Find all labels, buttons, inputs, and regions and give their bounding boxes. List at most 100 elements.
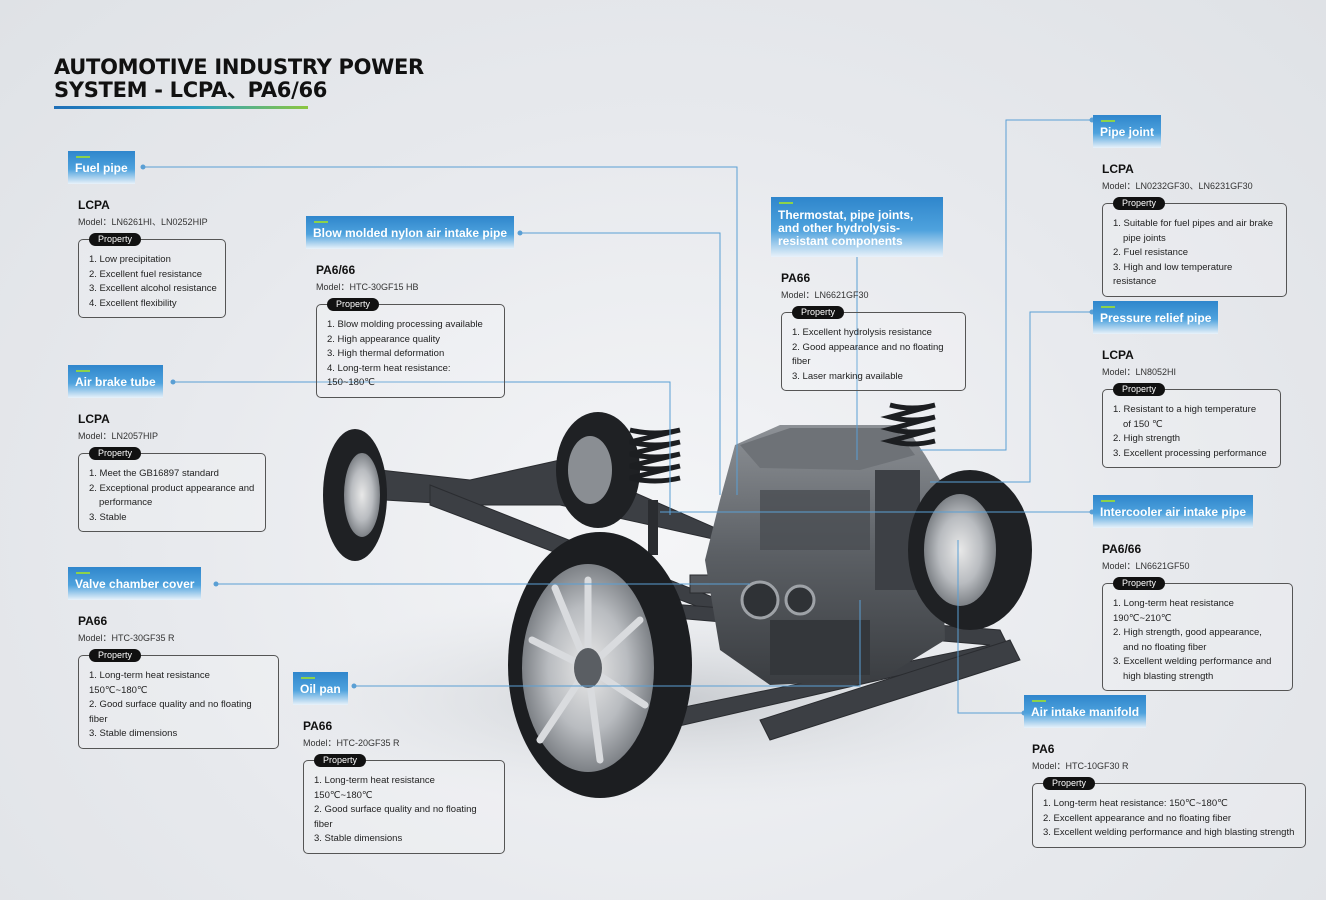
tag-pressure-relief-pipe: Pressure relief pipe [1093,301,1219,334]
property-list: 1. Long-term heat resistance 190℃~210℃ 2.… [1113,597,1284,684]
property-item: 1. Excellent hydrolysis resistance [792,327,932,338]
model-label: Model：HTC-10GF30 R [1032,761,1129,771]
property-item: 3. Excellent processing performance [1113,447,1267,459]
property-box: Property 1. Long-term heat resistance 15… [78,649,279,749]
property-box: Property 1. Resistant to a high temperat… [1102,383,1281,468]
leader-pipe-joint [920,119,1092,451]
property-item: of 150 ℃ [1123,418,1163,430]
material-label: LCPA [1102,162,1134,176]
model-label: Model：HTC-30GF15 HB [316,282,419,292]
model-label: Model：LN8052HI [1102,367,1177,377]
property-item: 1. Long-term heat resistance: 150℃~180℃ [1043,798,1228,809]
property-item: 3. Stable dimensions [314,833,403,844]
property-label: Property [1113,577,1166,590]
leader-lines [143,119,1092,714]
material-label: LCPA [78,412,110,426]
model-label: Model：LN2057HIP [78,431,159,441]
property-item: 3. Stable [89,511,127,523]
property-item: 3. High thermal deformation [327,348,445,359]
tag-pipe-joint: Pipe joint [1093,115,1161,148]
callout-pipe-joint: Pipe joint LCPA Model：LN0232GF30、LN6231G… [1093,115,1287,297]
material-label: PA6/66 [1102,542,1142,556]
callout-fuel-pipe: Fuel pipe LCPA Model：LN6261HI、LN0252HIP … [68,151,226,318]
property-box: Property 1. Long-term heat resistance 19… [1102,577,1293,691]
property-list: 1. Suitable for fuel pipes and air brake… [1113,217,1278,290]
callout-valve-chamber-cover: Valve chamber cover PA66 Model：HTC-30GF3… [68,567,279,749]
property-item: 1. Long-term heat resistance 150℃~180℃ [89,670,210,696]
callout-air-brake-tube: Air brake tube LCPA Model：LN2057HIP Prop… [68,365,266,532]
property-item: 4. Excellent flexibility [89,297,177,309]
property-item: and no floating fiber [1123,641,1207,653]
material-label: PA6/66 [316,263,356,277]
property-item: 3. Excellent welding performance and hig… [1043,827,1295,838]
property-label: Property [1113,197,1166,210]
property-list: 1. Resistant to a high temperature of 150… [1113,403,1272,461]
property-box: Property 1. Long-term heat resistance: 1… [1032,777,1306,848]
material-label: PA66 [303,719,333,733]
property-label: Property [792,306,845,319]
material-label: LCPA [1102,348,1134,362]
leader-fuel-pipe [143,166,738,495]
property-label: Property [1113,383,1166,396]
tag-air-brake-tube: Air brake tube [68,365,163,398]
property-box: Property 1. Excellent hydrolysis resista… [781,306,966,391]
rear-left-wheel [323,429,387,561]
property-item: 2. Excellent appearance and no floating … [1043,812,1232,824]
property-item: 2. Fuel resistance [1113,247,1188,258]
leader-air-brake [173,381,671,515]
title-line-1: AUTOMOTIVE INDUSTRY POWER [54,55,424,79]
property-list: 1. Low precipitation 2. Excellent fuel re… [89,253,217,311]
property-label: Property [1043,777,1096,790]
leader-air-intake-manifold [957,540,1024,714]
property-box: Property 1. Suitable for fuel pipes and … [1102,197,1287,297]
leader-oil-pan [354,600,861,687]
property-item: 1. Resistant to a high temperature [1113,404,1257,415]
callout-air-intake-manifold: Air intake manifold PA6 Model：HTC-10GF30… [1024,695,1306,848]
tag-intercooler-pipe: Intercooler air intake pipe [1093,495,1254,528]
model-label: Model：HTC-20GF35 R [303,738,400,748]
property-item: pipe joints [1123,232,1166,244]
callout-pressure-relief-pipe: Pressure relief pipe LCPA Model：LN8052HI… [1093,301,1281,468]
property-item: 3. Laser marking available [792,370,903,382]
property-label: Property [314,754,367,767]
rear-spring [629,427,681,484]
rear-shock [648,500,658,555]
property-item: 3. Excellent welding performance and [1113,656,1272,667]
callout-intercooler-pipe: Intercooler air intake pipe PA6/66 Model… [1093,495,1293,691]
model-label: Model：LN6621GF30 [781,290,869,300]
material-label: PA66 [781,271,811,285]
material-label: PA6 [1032,742,1055,756]
material-label: PA66 [78,614,108,628]
property-list: 1. Long-term heat resistance: 150℃~180℃ 2… [1043,797,1297,841]
tag-oil-pan: Oil pan [293,672,348,705]
property-list: 1. Long-term heat resistance 150℃~180℃ 2.… [314,774,496,847]
property-item: high blasting strength [1123,670,1214,682]
property-item: 1. Long-term heat resistance 150℃~180℃ [314,775,435,801]
model-label: Model：LN6621GF50 [1102,561,1190,571]
property-item: 1. Suitable for fuel pipes and air brake [1113,218,1274,229]
material-label: LCPA [78,198,110,212]
property-item: 2. Good surface quality and no floating … [89,699,252,725]
property-item: 1. Low precipitation [89,254,171,265]
property-label: Property [327,298,380,311]
property-item: 4. Long-term heat resistance: 150~180℃ [327,362,451,389]
property-item: 3. Stable dimensions [89,728,178,739]
property-item: 3. High and low temperature resistance [1113,261,1233,288]
property-item: 2. Excellent fuel resistance [89,268,203,280]
page-title: AUTOMOTIVE INDUSTRY POWER SYSTEM - LCPA、… [54,56,424,102]
model-label: Model：LN6261HI、LN0252HIP [78,217,208,227]
front-spring [880,402,936,447]
tag-blow-molded-pipe: Blow molded nylon air intake pipe [306,216,515,249]
property-item: 2. Good surface quality and no floating … [314,804,477,830]
property-item: 1. Long-term heat resistance 190℃~210℃ [1113,598,1234,624]
tag-valve-chamber-cover: Valve chamber cover [68,567,202,600]
property-list: 1. Long-term heat resistance 150℃~180℃ 2.… [89,669,270,742]
property-box: Property 1. Blow molding processing avai… [316,298,505,398]
property-item: 2. High strength, good appearance, [1113,627,1262,638]
front-left-wheel [508,532,692,798]
front-right-wheel [908,470,1032,630]
